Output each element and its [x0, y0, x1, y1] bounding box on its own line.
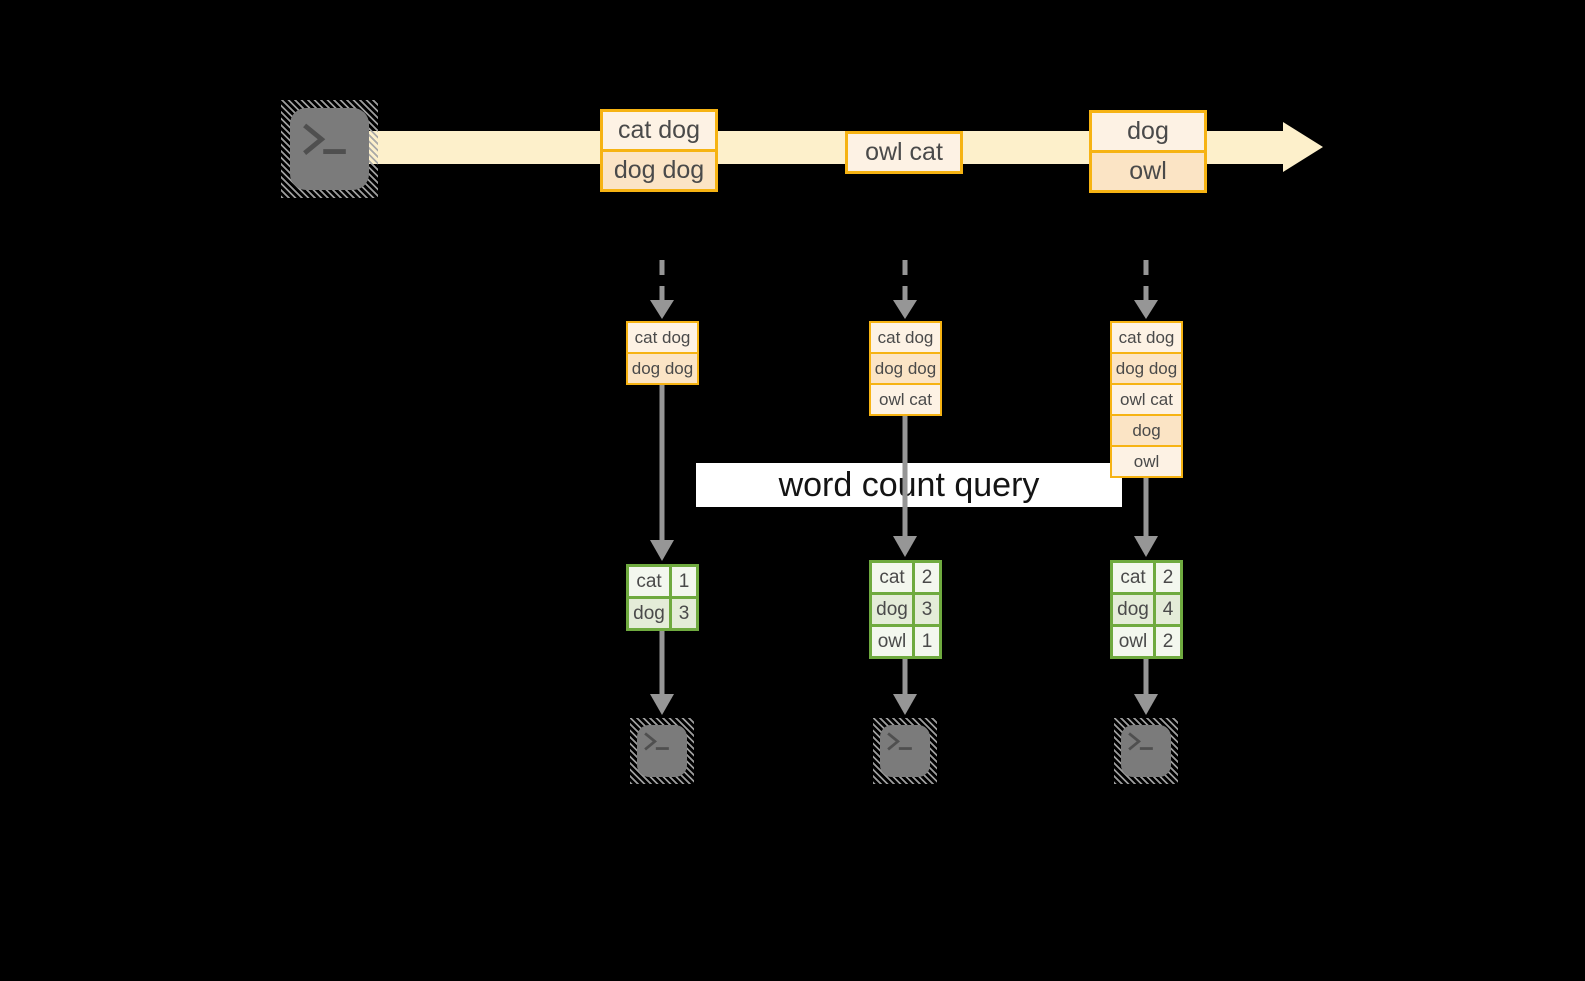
sink-terminal-icon — [1114, 718, 1178, 784]
record-label: cat dog — [1112, 323, 1181, 352]
count-table-1: cat 1 dog 3 — [626, 564, 699, 631]
terminal-prompt-icon — [644, 732, 669, 751]
word-cell: owl — [1113, 627, 1153, 656]
count-table-3: cat 2 dog 4 owl 2 — [1110, 560, 1183, 659]
count-cell: 4 — [1156, 595, 1180, 624]
dashed-arrow — [1134, 260, 1158, 319]
terminal-prompt-icon — [303, 123, 346, 155]
count-cell: 3 — [915, 595, 939, 624]
count-cell: 3 — [672, 599, 696, 628]
source-terminal-icon — [281, 100, 378, 198]
record-label: owl cat — [1112, 383, 1181, 414]
query-label: word count query — [696, 463, 1122, 507]
word-cell: cat — [629, 567, 669, 596]
terminal-screen — [290, 108, 369, 190]
dashed-arrow — [893, 260, 917, 319]
count-cell: 2 — [1156, 627, 1180, 656]
sink-terminal-icon — [630, 718, 694, 784]
word-cell: cat — [1113, 563, 1153, 592]
word-cell: owl — [872, 627, 912, 656]
count-cell: 1 — [672, 567, 696, 596]
word-cell: dog — [629, 599, 669, 628]
record-label: owl — [1092, 150, 1204, 190]
stream-timeline-arrowhead — [1283, 122, 1323, 172]
count-cell: 2 — [1156, 563, 1180, 592]
terminal-prompt-icon — [887, 732, 912, 751]
connector-arrow — [650, 385, 674, 561]
word-cell: dog — [1113, 595, 1153, 624]
dashed-arrow — [650, 260, 674, 319]
record-label: owl — [1112, 445, 1181, 476]
record-label: dog dog — [628, 352, 697, 383]
terminal-prompt-icon — [1128, 732, 1153, 751]
record-label: cat dog — [628, 323, 697, 352]
record-label: dog — [1092, 113, 1204, 150]
connector-arrow — [893, 416, 917, 557]
connector-arrow — [650, 631, 674, 715]
word-cell: dog — [872, 595, 912, 624]
count-cell: 1 — [915, 627, 939, 656]
count-cell: 2 — [915, 563, 939, 592]
sink-terminal-icon — [873, 718, 937, 784]
record-label: dog dog — [1112, 352, 1181, 383]
record-label: dog dog — [871, 352, 940, 383]
connector-arrow — [1134, 478, 1158, 557]
record-label: cat dog — [871, 323, 940, 352]
connector-arrow — [1134, 659, 1158, 715]
record-label: dog dog — [603, 149, 715, 189]
record-label: owl cat — [848, 134, 960, 171]
record-label: cat dog — [603, 112, 715, 149]
stream-batch-2: owl cat — [845, 131, 963, 174]
connector-arrow — [893, 659, 917, 715]
count-table-2: cat 2 dog 3 owl 1 — [869, 560, 942, 659]
record-label: dog — [1112, 414, 1181, 445]
record-label: owl cat — [871, 383, 940, 414]
word-cell: cat — [872, 563, 912, 592]
